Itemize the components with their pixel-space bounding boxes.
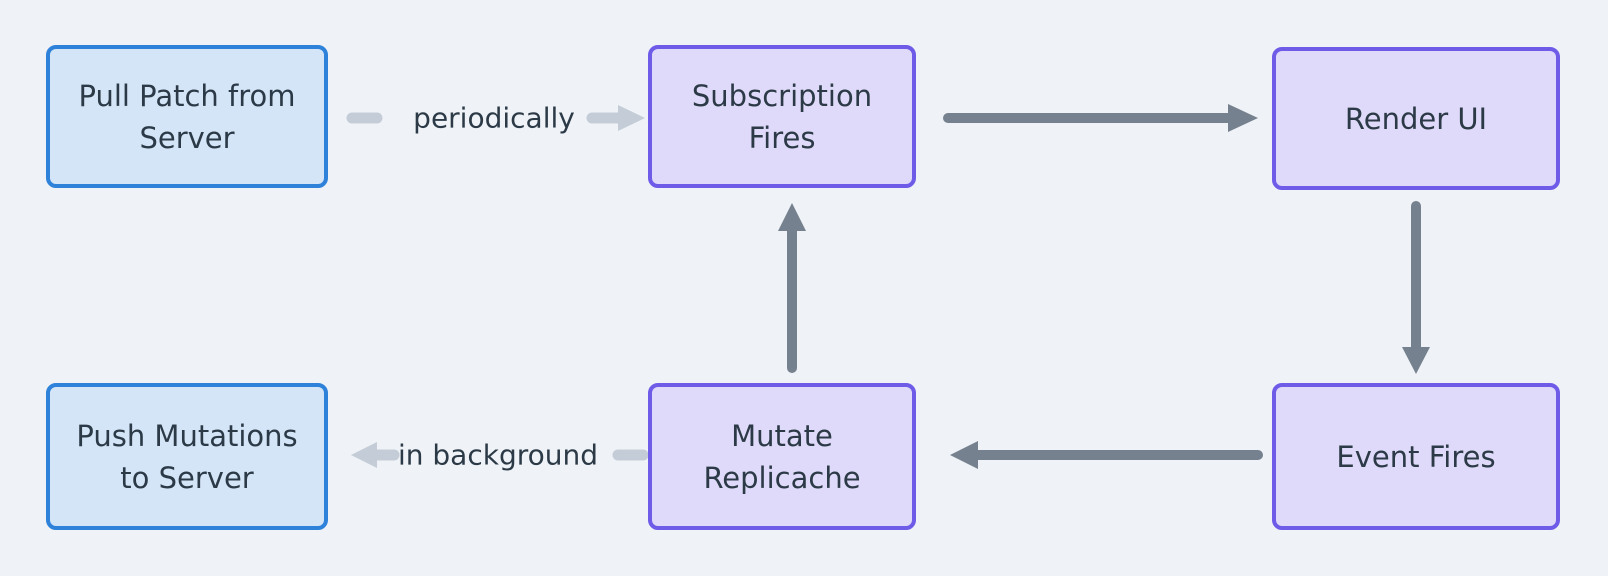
arrowhead-left-icon [351,442,377,468]
edge-mutate-to-subscription [778,203,806,373]
node-push-mutations-to-server: Push Mutations to Server [46,383,328,530]
arrowhead-left-icon [950,441,978,469]
arrowhead-right-icon [618,105,645,131]
node-pull-patch-from-server: Pull Patch from Server [46,45,328,188]
node-label-line: Push Mutations [76,418,298,453]
node-label-line: Render UI [1344,101,1488,136]
node-label-line: Pull Patch from [78,78,296,113]
edge-event-to-mutate [950,441,1263,469]
node-label-line: Replicache [703,460,861,495]
arrowhead-down-icon [1402,347,1430,374]
edge-mutate-to-push [351,442,649,468]
node-render-ui: Render UI [1272,47,1560,190]
edge-label-in-background: in background [397,438,599,472]
node-label-line: Fires [748,120,816,155]
node-event-fires: Event Fires [1272,383,1560,530]
node-label-line: Subscription [691,78,873,113]
edge-label-periodically: periodically [413,101,575,135]
arrowhead-up-icon [778,203,806,231]
node-label-line: Mutate [731,418,833,453]
node-label-line: Event Fires [1336,439,1496,474]
edge-pull-to-subscription [346,105,645,131]
arrowhead-right-icon [1228,104,1258,132]
node-mutate-replicache: Mutate Replicache [648,383,916,530]
edge-render-to-event [1402,201,1430,374]
node-label-line: Server [139,120,235,155]
node-label-line: to Server [120,460,254,495]
node-subscription-fires: Subscription Fires [648,45,916,188]
edge-subscription-to-render [943,104,1258,132]
